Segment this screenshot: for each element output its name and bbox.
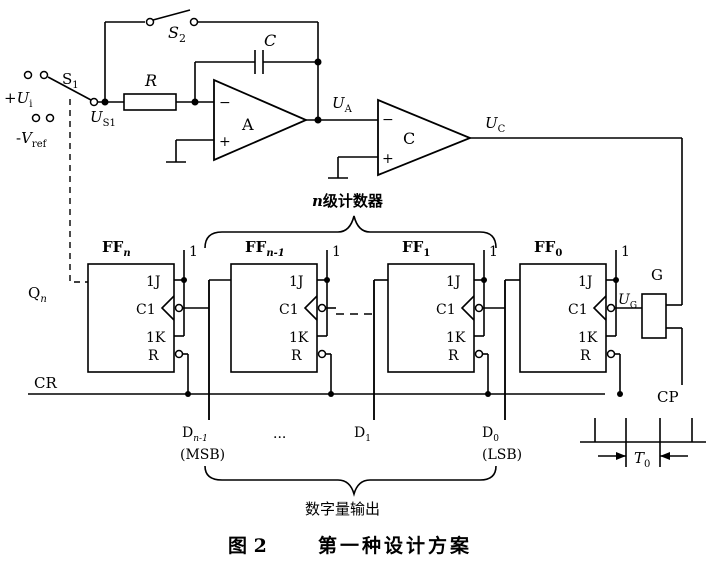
switch-s1 — [23, 70, 124, 123]
node-dot — [314, 116, 322, 124]
pin-r: R — [448, 348, 459, 364]
uc-label: UC — [485, 114, 506, 135]
output-dots: ··· — [273, 430, 286, 446]
comparator-minus: − — [382, 112, 394, 128]
flipflop-chain: 1JC11KR1FFn1JC11KR1FFn-11JC11KR1FF11JC11… — [87, 238, 642, 420]
pin-r: R — [291, 348, 302, 364]
logic-one: 1 — [621, 244, 630, 260]
figure-title: 第一种设计方案 — [318, 534, 472, 557]
msb-label: (MSB) — [180, 447, 225, 463]
flipflop-name: FFn — [102, 238, 131, 259]
timing-diagram — [580, 418, 706, 467]
capacitor-label: C — [264, 31, 276, 50]
gate-label: G — [651, 266, 663, 284]
pin-c: C1 — [436, 302, 456, 318]
comparator-plus: + — [382, 151, 394, 167]
ui-label: +Ui — [4, 89, 32, 110]
cr-label: CR — [34, 374, 57, 392]
pin-j: 1J — [446, 274, 461, 290]
cp-label: CP — [657, 388, 679, 406]
comparator — [328, 98, 683, 306]
counter-label: n级计数器 — [312, 192, 384, 210]
qn-label: Qn — [28, 284, 47, 305]
pin-k: 1K — [146, 330, 166, 346]
logic-one: 1 — [332, 244, 341, 260]
node-dot — [314, 58, 322, 66]
ua-label: UA — [332, 94, 353, 115]
pin-j: 1J — [289, 274, 304, 290]
flipflop: 1J C1 1K R 1 FF0 — [519, 238, 630, 398]
pin-r: R — [580, 348, 591, 364]
opamp-a-plus: + — [219, 134, 231, 150]
pin-k: 1K — [446, 330, 466, 346]
pin-k: 1K — [578, 330, 598, 346]
opamp-a-label: A — [241, 115, 254, 134]
counter-brace — [204, 215, 497, 249]
flipflop-name: FFn-1 — [245, 238, 285, 259]
flipflop: 1J C1 1K R 1 FF1 — [387, 238, 498, 398]
vref-label: -Vref — [16, 129, 48, 150]
pin-c: C1 — [568, 302, 588, 318]
comparator-label: C — [403, 129, 415, 148]
flipflop: 1J C1 1K R 1 FFn-1 — [230, 238, 341, 398]
flipflop-name: FF0 — [534, 238, 562, 259]
pin-j: 1J — [146, 274, 161, 290]
pin-k: 1K — [289, 330, 309, 346]
pin-j: 1J — [578, 274, 593, 290]
node-dot — [101, 98, 109, 106]
resistor — [123, 93, 214, 111]
flipflop: 1J C1 1K R 1 FFn — [87, 238, 198, 398]
digital-output-label: 数字量输出 — [305, 500, 380, 518]
opamp-a-minus: − — [219, 95, 231, 111]
gate-g — [641, 293, 683, 385]
integrator-opamp — [166, 78, 378, 163]
output-brace — [204, 465, 497, 497]
node-dot — [191, 98, 199, 106]
pin-c: C1 — [136, 302, 156, 318]
capacitor — [194, 50, 318, 102]
s2-label: S2 — [168, 23, 186, 45]
switch-s2 — [104, 9, 319, 120]
lsb-label: (LSB) — [482, 447, 522, 463]
flipflop-name: FF1 — [402, 238, 430, 259]
pin-r: R — [148, 348, 159, 364]
logic-one: 1 — [189, 244, 198, 260]
ug-label: UG — [618, 292, 637, 311]
d-msb-label: Dn-1 — [182, 425, 208, 444]
s1-control-line — [69, 99, 88, 283]
pin-c: C1 — [279, 302, 299, 318]
t0-label: T0 — [634, 449, 650, 470]
d1-label: D1 — [354, 425, 371, 444]
d0-label: D0 — [482, 425, 499, 444]
s1-label: S1 — [62, 70, 79, 91]
resistor-label: R — [144, 71, 157, 90]
figure-number: 图 2 — [228, 535, 267, 557]
logic-one: 1 — [489, 244, 498, 260]
us1-label: US1 — [90, 108, 116, 129]
